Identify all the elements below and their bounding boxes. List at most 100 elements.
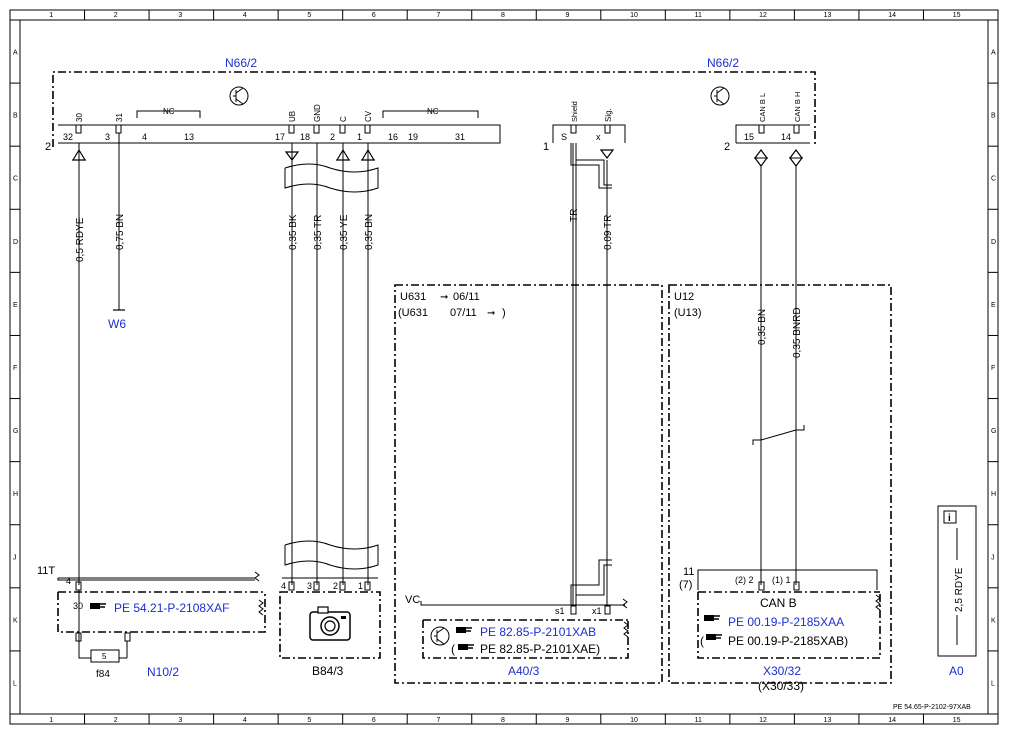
pin-number: 14 bbox=[781, 132, 791, 142]
column-label: 3 bbox=[178, 12, 182, 19]
row-label: B bbox=[991, 113, 996, 120]
pin-number: 2 bbox=[330, 132, 335, 142]
x30-ref-link[interactable]: PE 00.19-P-2185XAA bbox=[728, 615, 844, 629]
column-label: 6 bbox=[372, 12, 376, 19]
footer-code: PE 54.65-P-2102-97XAB bbox=[893, 704, 971, 711]
connector-strip-right bbox=[735, 124, 810, 143]
pin-number: 15 bbox=[744, 132, 754, 142]
wire-label: 0,75 BN bbox=[115, 214, 126, 250]
b84-outline bbox=[279, 591, 381, 659]
fuse-name: f84 bbox=[96, 669, 110, 680]
column-label: 13 bbox=[824, 717, 832, 724]
row-label: L bbox=[991, 680, 995, 687]
pin-number: 16 bbox=[388, 132, 398, 142]
row-label: F bbox=[991, 365, 995, 372]
row-label: L bbox=[13, 680, 17, 687]
b84-pin: 3 bbox=[307, 581, 312, 591]
connector-strip-mid bbox=[552, 124, 626, 143]
pin-label-30: 30 bbox=[75, 113, 84, 122]
n10-name-link[interactable]: N10/2 bbox=[147, 665, 179, 679]
legend-name-link[interactable]: A0 bbox=[949, 664, 964, 678]
x30-name-link[interactable]: X30/32 bbox=[763, 664, 801, 678]
column-label: 10 bbox=[630, 717, 638, 724]
info-icon[interactable]: i bbox=[943, 510, 957, 524]
row-label: F bbox=[13, 365, 17, 372]
x30-conn-b: (7) bbox=[679, 579, 692, 591]
column-label: 15 bbox=[953, 717, 961, 724]
connector-label: 2 bbox=[45, 141, 51, 153]
column-labels: 1122334455667788991010111112121313141415… bbox=[49, 12, 960, 724]
x30-connector-line bbox=[697, 569, 878, 590]
b84-pin: 2 bbox=[333, 581, 338, 591]
a40-variant-2-date: 07/11 bbox=[450, 307, 477, 319]
column-label: 11 bbox=[695, 717, 702, 724]
x30-ref-2-open: ( bbox=[700, 634, 704, 648]
fuse-number: 5 bbox=[102, 652, 107, 661]
x30-pin-b: (1) 1 bbox=[772, 575, 791, 585]
module-n66-name-right[interactable]: N66/2 bbox=[707, 56, 739, 70]
a40-ref-link[interactable]: PE 82.85-P-2101XAB bbox=[480, 625, 596, 639]
pin-label-can-b-l: CAN B L bbox=[758, 93, 767, 122]
a40-variant-1-date: 06/11 bbox=[453, 291, 480, 303]
arrow-right-icon: ➞ bbox=[440, 292, 448, 303]
reference-hand-icon bbox=[458, 644, 474, 650]
pin-label-sig: Sig. bbox=[604, 108, 613, 122]
pin-label-cv: CV bbox=[364, 110, 373, 122]
column-label: 14 bbox=[888, 12, 896, 19]
outer-frame bbox=[9, 9, 999, 725]
row-label: C bbox=[991, 176, 996, 183]
a40-name-link[interactable]: A40/3 bbox=[508, 664, 540, 678]
a40-vc: VC bbox=[405, 594, 420, 606]
n10-outline bbox=[57, 592, 266, 633]
column-label: 12 bbox=[759, 12, 767, 19]
pin-label-c: C bbox=[339, 116, 348, 122]
row-label: B bbox=[13, 113, 18, 120]
row-label: D bbox=[991, 239, 996, 246]
x30-variant-outline bbox=[668, 284, 892, 684]
row-label: J bbox=[13, 554, 17, 561]
nc-label-left: NC bbox=[163, 107, 175, 116]
row-label: G bbox=[991, 428, 996, 435]
x30-outline bbox=[697, 592, 881, 659]
x30-conn-a: 11 bbox=[683, 566, 694, 578]
a40-variant-2-close: ) bbox=[502, 307, 506, 319]
a40-ref-2-open: ( bbox=[451, 642, 455, 656]
b84-pin: 4 bbox=[281, 581, 286, 591]
pin-number: 1 bbox=[357, 132, 362, 142]
module-n66-name-left[interactable]: N66/2 bbox=[225, 56, 257, 70]
camera-icon bbox=[309, 606, 351, 641]
wire-lines bbox=[78, 133, 805, 605]
module-n66-outline bbox=[52, 71, 816, 147]
transistor-icon bbox=[229, 86, 249, 106]
svg-text:i: i bbox=[948, 513, 951, 524]
column-label: 10 bbox=[630, 12, 638, 19]
a40-outline bbox=[422, 620, 629, 659]
n10-ref-link[interactable]: PE 54.21-P-2108XAF bbox=[114, 601, 229, 615]
pin-number: 18 bbox=[300, 132, 310, 142]
pin-number: S bbox=[561, 132, 567, 142]
row-label: H bbox=[991, 491, 996, 498]
row-label: K bbox=[13, 617, 18, 624]
fuse-icon bbox=[90, 649, 120, 663]
legend-label: 2,5 RDYE bbox=[954, 567, 965, 612]
wire-label: 0,35 BK bbox=[288, 214, 299, 250]
arrow-right-icon: ➞ bbox=[487, 308, 495, 319]
pin-number: 3 bbox=[105, 132, 110, 142]
nc-bracket-right bbox=[382, 110, 479, 118]
ground-w6-link[interactable]: W6 bbox=[108, 317, 126, 331]
column-label: 3 bbox=[178, 717, 182, 724]
column-ticks bbox=[84, 10, 924, 724]
row-label: D bbox=[13, 239, 18, 246]
x30-ref-2: PE 00.19-P-2185XAB) bbox=[728, 634, 848, 648]
reference-hand-icon bbox=[706, 634, 722, 640]
row-label: G bbox=[13, 428, 18, 435]
row-label: A bbox=[991, 50, 996, 57]
wire-label: 0,5 RDYE bbox=[75, 217, 86, 262]
legend-box bbox=[937, 505, 977, 657]
x30-variant-1: U12 bbox=[674, 291, 694, 303]
pin-number: 31 bbox=[455, 132, 465, 142]
row-label: A bbox=[13, 50, 18, 57]
x30-pin-a: (2) 2 bbox=[735, 575, 754, 585]
